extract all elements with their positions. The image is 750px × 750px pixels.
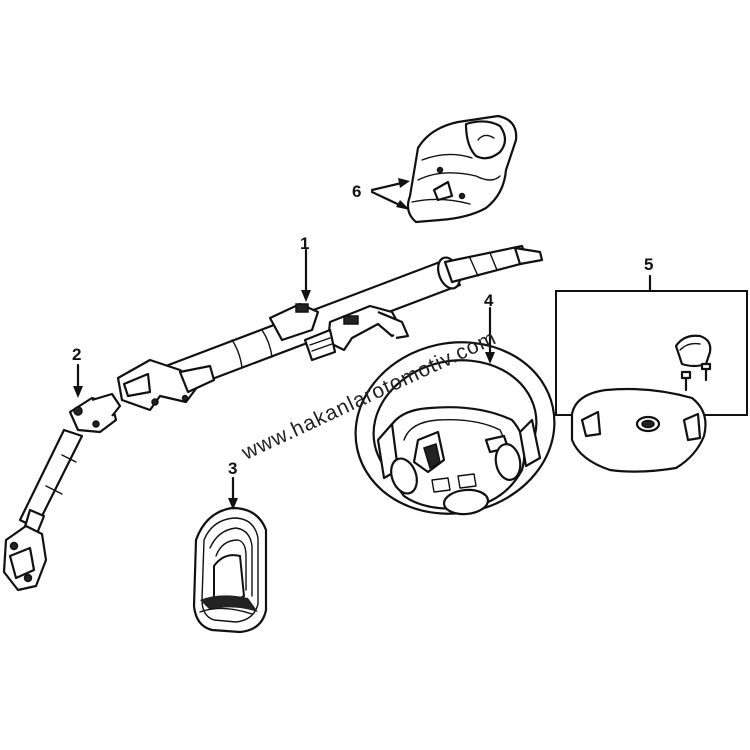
steering-wheel-part: 4	[354, 291, 556, 516]
intermediate-shaft-part: 2	[2, 345, 122, 592]
airbag-module-part: 5	[555, 255, 748, 473]
callout-1: 1	[300, 234, 309, 253]
steering-column-part: 1	[116, 234, 544, 412]
callout-2: 2	[72, 345, 81, 364]
column-shroud-part: 6	[352, 114, 518, 224]
callout-5: 5	[644, 255, 653, 274]
callout-4: 4	[484, 291, 494, 310]
callout-3: 3	[228, 459, 237, 478]
callout-6: 6	[352, 182, 361, 201]
column-boot-part: 3	[192, 459, 268, 634]
